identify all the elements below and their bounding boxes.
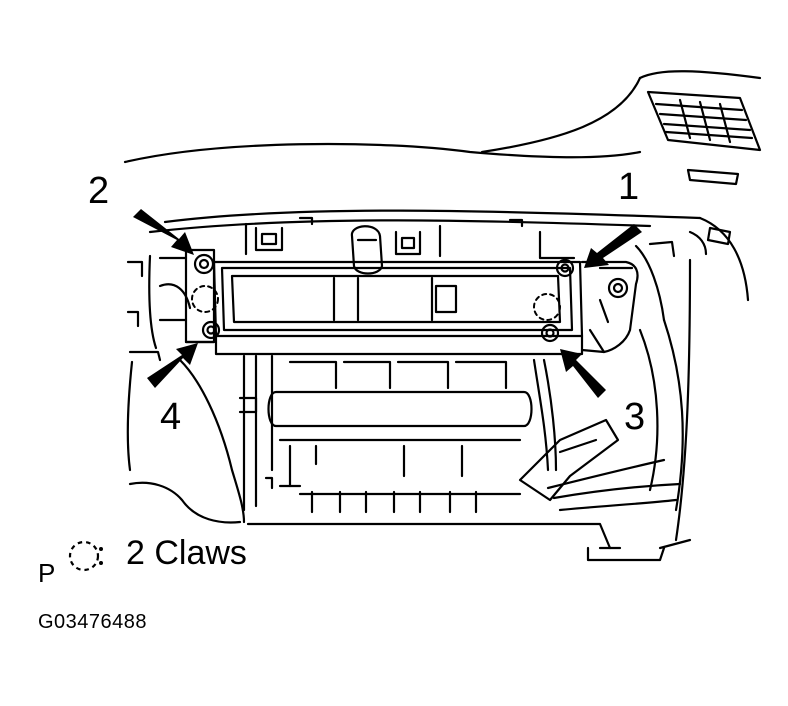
top-clips bbox=[244, 216, 576, 275]
right-bracket bbox=[580, 240, 692, 542]
legend-text: 2 Claws bbox=[126, 534, 247, 572]
arrow-4 bbox=[147, 343, 198, 388]
figure-code: G03476488 bbox=[38, 611, 148, 633]
legend: P 2 Claws bbox=[38, 534, 358, 586]
callout-arrows bbox=[133, 209, 642, 398]
callout-4-label: 4 bbox=[160, 396, 182, 438]
bottom-edge bbox=[246, 522, 692, 562]
callout-3-label: 3 bbox=[624, 396, 646, 438]
callout-1-label: 1 bbox=[618, 166, 640, 208]
lower-unit bbox=[238, 354, 533, 514]
legend-letter: P bbox=[38, 558, 56, 588]
air-vent bbox=[646, 90, 762, 256]
dashed-circle-claw-icon bbox=[68, 540, 103, 572]
control-unit bbox=[184, 260, 584, 356]
arrow-3 bbox=[560, 349, 606, 398]
arrow-2 bbox=[133, 209, 194, 255]
bolts bbox=[193, 253, 629, 343]
callout-2-label: 2 bbox=[88, 170, 110, 212]
wire-harness bbox=[518, 358, 682, 512]
dashboard-outline bbox=[123, 70, 762, 302]
left-bracket bbox=[126, 248, 246, 524]
arrow-1 bbox=[584, 224, 642, 268]
claw-markers bbox=[191, 285, 561, 321]
